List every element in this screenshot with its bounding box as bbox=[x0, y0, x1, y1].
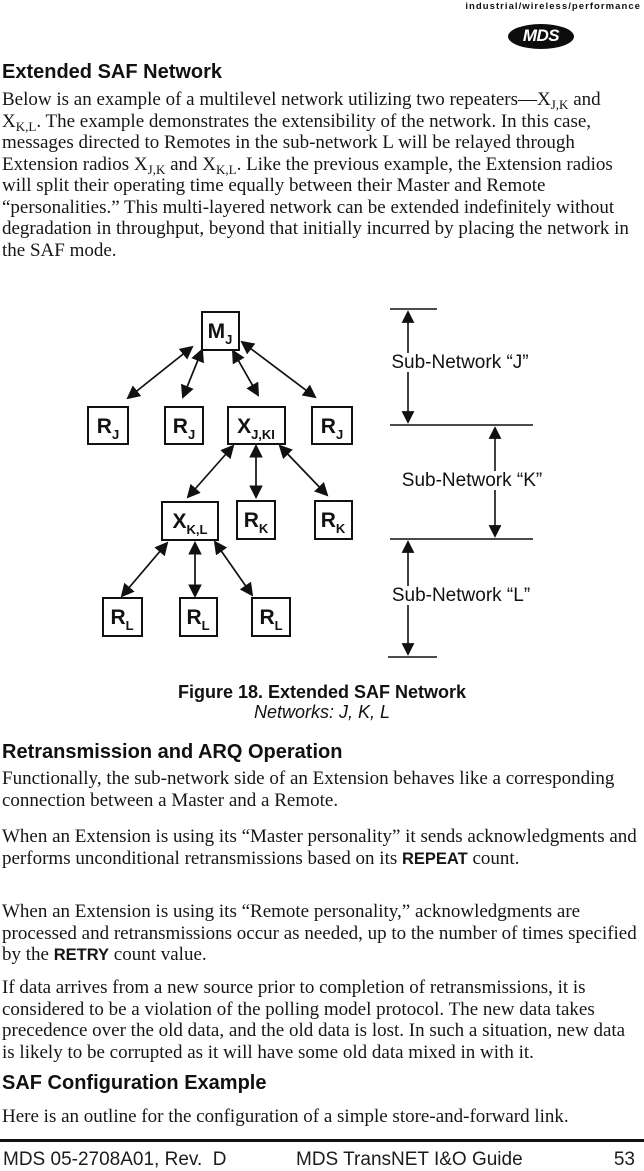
command-repeat: REPEAT bbox=[402, 849, 468, 868]
section-title-extended-saf-network: Extended SAF Network bbox=[2, 61, 223, 83]
subscript: J,K bbox=[550, 97, 569, 112]
node-label-remote-j-2: RJ bbox=[173, 415, 195, 442]
subscript: K,L bbox=[15, 118, 37, 134]
node-links bbox=[120, 340, 329, 599]
section-title-saf-configuration-example: SAF Configuration Example bbox=[2, 1072, 267, 1094]
subnet-l-label: Sub-Network “L” bbox=[392, 585, 530, 606]
node-label-remote-j-3: RJ bbox=[321, 415, 343, 442]
mds-logo-text: MDS bbox=[522, 25, 560, 45]
node-label-remote-l-1: RL bbox=[110, 606, 133, 633]
subscript: J,K bbox=[147, 161, 166, 177]
paragraph-new-data: If data arrives from a new source prior … bbox=[2, 977, 626, 1063]
paragraph-extended-saf: Below is an example of a multilevel netw… bbox=[2, 89, 629, 261]
footer-document-number: MDS 05-2708A01, Rev. D bbox=[3, 1149, 227, 1170]
brand-tagline: industrial/wireless/performance bbox=[465, 1, 641, 12]
node-label-ext-jk: XJ,KI bbox=[237, 415, 275, 442]
node-box-remote-k-2 bbox=[314, 500, 353, 540]
link-mj-xjk bbox=[231, 349, 260, 397]
node-box-remote-j-1 bbox=[87, 406, 129, 445]
paragraph-master-personality: When an Extension is using its “Master p… bbox=[2, 826, 637, 869]
paragraph-remote-personality: When an Extension is using its “Remote p… bbox=[2, 901, 637, 965]
subnet-l-label-bg bbox=[382, 586, 539, 605]
node-label-remote-k-2: RK bbox=[321, 509, 346, 536]
node-box-remote-k-1 bbox=[236, 500, 276, 540]
node-box-remote-j-2 bbox=[164, 406, 204, 445]
page-number: 53 bbox=[613, 1149, 635, 1170]
node-label-master-j: MJ bbox=[208, 320, 233, 347]
subnet-j-label: Sub-Network “J” bbox=[391, 352, 528, 373]
footer-guide-title: MDS TransNET I&O Guide bbox=[296, 1149, 523, 1170]
command-retry: RETRY bbox=[53, 946, 110, 964]
node-box-ext-kl bbox=[161, 501, 219, 541]
node-box-remote-l-3 bbox=[251, 597, 291, 637]
node-label-remote-j-1: RJ bbox=[97, 415, 119, 442]
subnet-j-label-bg bbox=[382, 353, 539, 372]
footer-rule bbox=[0, 1139, 644, 1142]
subscript: K,L bbox=[216, 161, 237, 177]
node-box-remote-l-2 bbox=[179, 597, 218, 637]
section-title-retransmission-arq: Retransmission and ARQ Operation bbox=[2, 741, 343, 763]
subnet-labels: Sub-Network “J” Sub-Network “K” Sub-Netw… bbox=[382, 352, 552, 606]
node-box-ext-jk bbox=[227, 406, 286, 445]
node-boxes bbox=[87, 311, 353, 637]
figure-subcaption: Networks: J, K, L bbox=[253, 702, 391, 722]
subnet-k-label: Sub-Network “K” bbox=[402, 470, 542, 491]
link-xkl-rl1 bbox=[120, 541, 169, 598]
figure-caption: Figure 18. Extended SAF Network bbox=[177, 682, 467, 702]
subnet-boundaries bbox=[388, 308, 533, 658]
paragraph-functionally: Functionally, the sub-network side of an… bbox=[2, 768, 615, 811]
link-mj-rj1 bbox=[126, 345, 194, 400]
link-mj-rj2 bbox=[181, 348, 204, 399]
paragraph-outline: Here is an outline for the configuration… bbox=[2, 1106, 569, 1127]
node-box-remote-l-1 bbox=[102, 597, 143, 637]
node-label-ext-kl: XK,L bbox=[173, 510, 208, 537]
node-box-master-j bbox=[201, 311, 240, 351]
node-label-remote-l-2: RL bbox=[186, 606, 209, 633]
subnet-k-label-bg bbox=[393, 471, 552, 490]
node-label-remote-l-3: RL bbox=[259, 606, 282, 633]
link-xjk-xkl bbox=[186, 444, 235, 499]
node-labels: MJ RJ RJ XJ,KI RJ XK,L RK RK RL RL RL bbox=[97, 320, 346, 633]
link-xkl-rl3 bbox=[213, 540, 254, 597]
node-box-remote-j-3 bbox=[311, 406, 353, 445]
link-xjk-rk2 bbox=[278, 444, 329, 497]
node-label-remote-k-1: RK bbox=[244, 509, 269, 536]
mds-logo: MDS bbox=[508, 24, 574, 49]
figure-diagram-extended-saf-network: Sub-Network “J” Sub-Network “K” Sub-Netw… bbox=[87, 308, 552, 658]
link-mj-rj3 bbox=[240, 340, 317, 399]
